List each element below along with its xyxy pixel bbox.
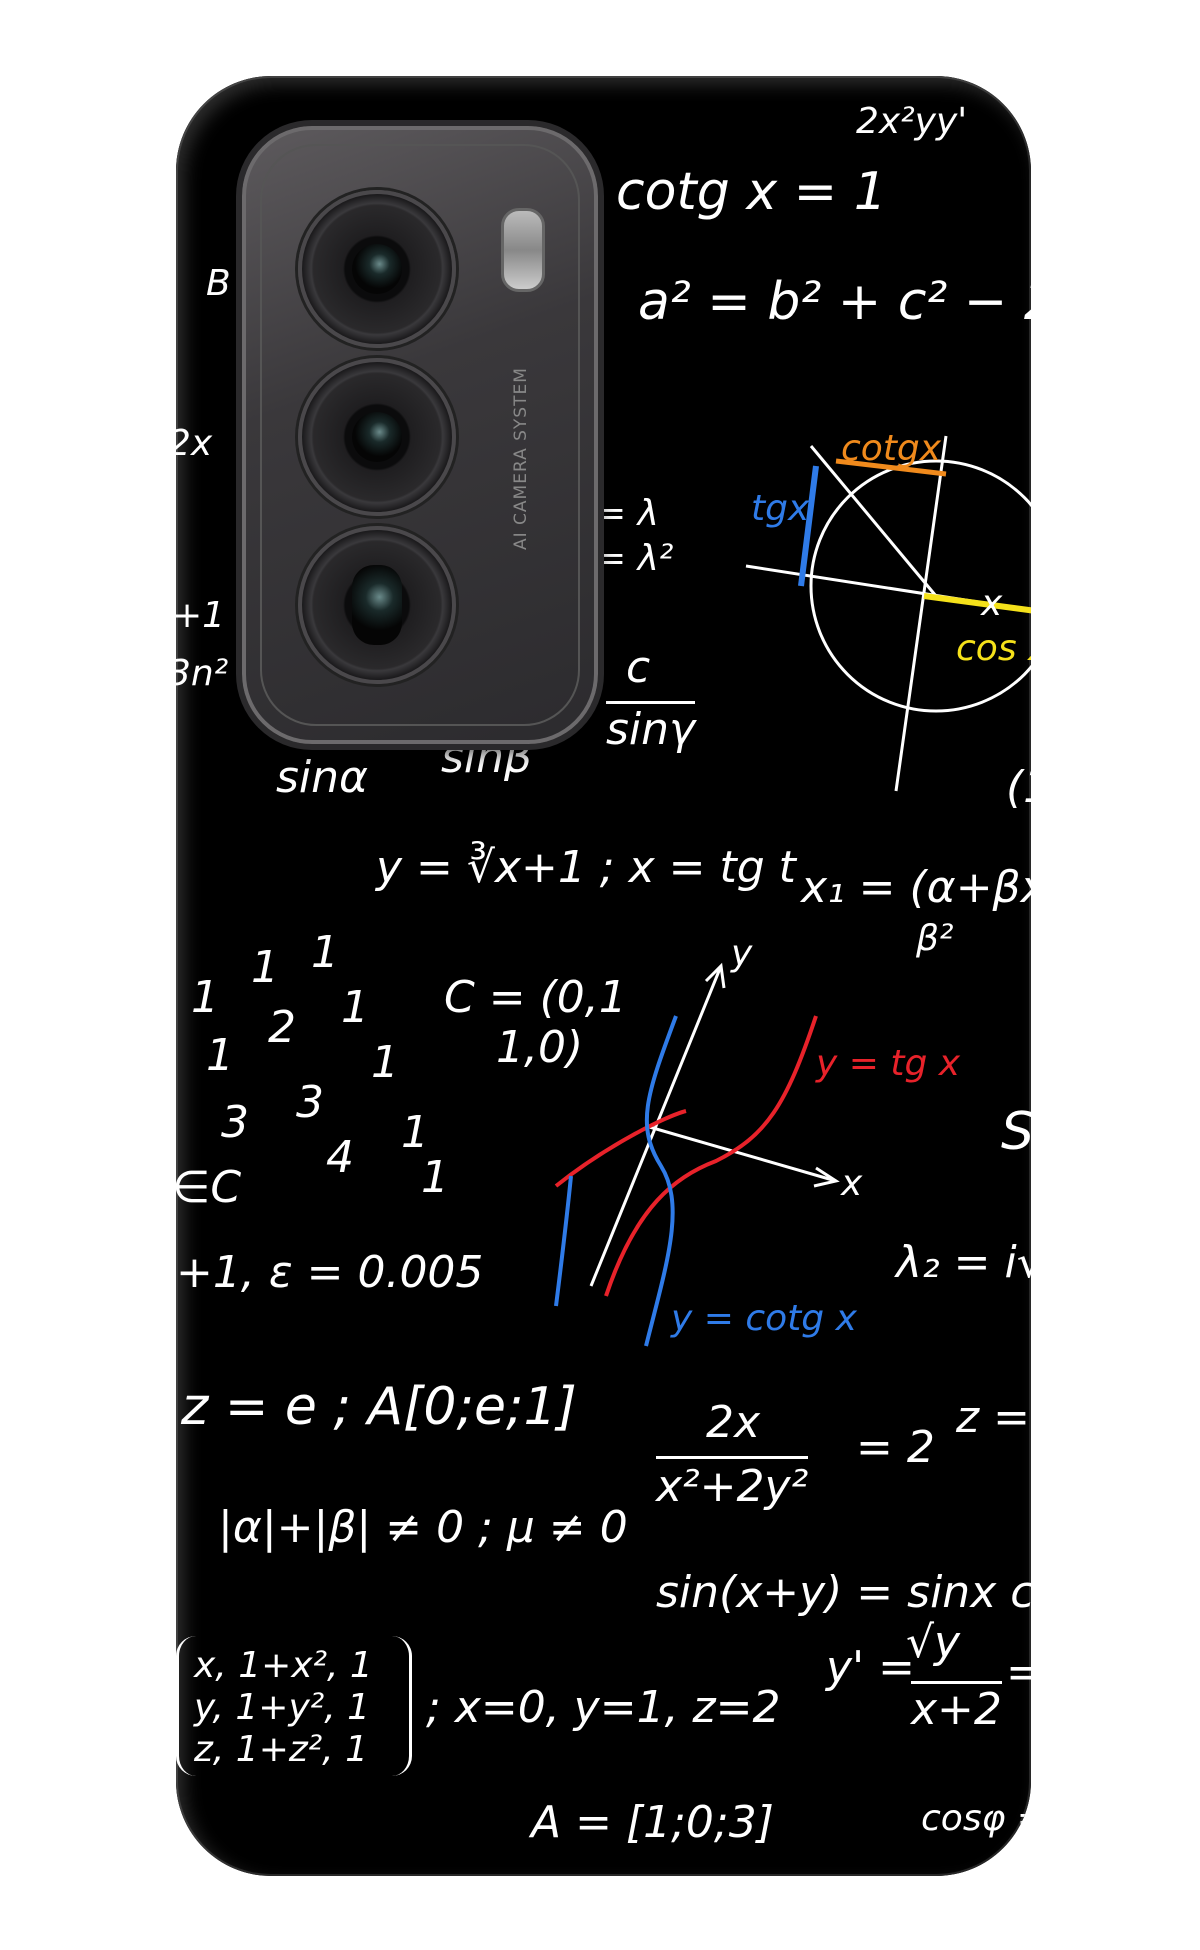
formula: ; x=0, y=1, z=2 [426, 1682, 781, 1733]
formula: +1, ε = 0.005 [176, 1247, 484, 1298]
formula: (1 [1006, 762, 1031, 813]
formula: y = ∛x+1 ; x = tg t [376, 842, 796, 893]
formula: cotg x = 1 [616, 162, 887, 222]
formula: 2x [176, 423, 213, 464]
graph-y-axis-label: y [731, 933, 753, 974]
number: 1 [191, 972, 219, 1023]
matrix-bracket [176, 1636, 412, 1776]
formula: ∈C [176, 1162, 242, 1213]
camera-label: AI CAMERA SYSTEM [511, 367, 531, 550]
number: 1 [251, 942, 279, 993]
flash-icon [501, 208, 545, 292]
formula: a² = b² + c² − 2b [638, 272, 1031, 332]
formula: = 2 [856, 1422, 935, 1473]
circle-label-cot: cotgx [841, 428, 942, 469]
formula: y, 1+y², 1 [194, 1687, 370, 1728]
unit-circle-diagram [745, 435, 1031, 792]
formula: β² [916, 918, 954, 959]
camera-lens-icon [298, 526, 456, 684]
phone-case: AI CAMERA SYSTEM cotg x = 1 2x²yy' a² = … [176, 76, 1031, 1876]
formula: C = (0,1 [444, 972, 627, 1023]
formula: x²+2y² [656, 1456, 809, 1509]
formula: |α|+|β| ≠ 0 ; μ ≠ 0 [218, 1502, 628, 1553]
camera-lens-icon [298, 190, 456, 348]
formula: c [626, 642, 651, 693]
circle-label-tan: tgx [751, 488, 810, 529]
number: 1 [401, 1107, 429, 1158]
camera-module-border [260, 144, 580, 726]
formula: S [1001, 1102, 1031, 1162]
number: 1 [421, 1152, 449, 1203]
number: 1 [371, 1037, 399, 1088]
formula: sinγ [606, 701, 696, 752]
formula: B [206, 263, 231, 304]
number: 3 [221, 1097, 249, 1148]
formula: A = [1;0;3] [531, 1797, 774, 1848]
graph-x-axis-label: x [841, 1163, 863, 1204]
number: 1 [341, 982, 369, 1033]
camera-lens-icon [298, 358, 456, 516]
formula: = λ² [596, 538, 674, 579]
formula: 2x²yy' [856, 101, 968, 142]
number: 3 [296, 1077, 324, 1128]
formula: λ₂ = i√ [896, 1237, 1031, 1288]
number: 2 [268, 1002, 296, 1053]
formula: = λ [596, 493, 659, 534]
number: 1 [311, 927, 339, 978]
camera-module: AI CAMERA SYSTEM [242, 126, 598, 744]
formula: 1,0) [496, 1022, 584, 1073]
circle-label-x: x [981, 583, 1003, 624]
formula: z, 1+z², 1 [194, 1729, 368, 1770]
formula: z = [956, 1392, 1030, 1443]
formula: 3n² [176, 653, 229, 694]
number: 1 [206, 1030, 234, 1081]
formula: y' = [826, 1642, 915, 1693]
graph-cot-label: y = cotg x [671, 1298, 857, 1339]
formula: sin(x+y) = sinx cosy [656, 1567, 1031, 1618]
formula: x+2 [911, 1681, 1002, 1732]
formula: sinα [276, 752, 369, 803]
circle-label-cos: cos x [956, 628, 1031, 669]
formula: +1 [176, 595, 226, 636]
formula: 2x [706, 1397, 761, 1448]
formula: z = e ; A[0;e;1] [181, 1377, 577, 1437]
formula: x, 1+x², 1 [194, 1645, 373, 1686]
formula: cosφ = [921, 1798, 1031, 1839]
tangent-graph [554, 962, 840, 1347]
graph-tan-label: y = tg x [816, 1043, 961, 1084]
formula: x₁ = (α+βx [801, 862, 1031, 913]
number: 4 [326, 1132, 354, 1183]
formula: = [1006, 1651, 1031, 1695]
formula: √y [906, 1617, 961, 1668]
